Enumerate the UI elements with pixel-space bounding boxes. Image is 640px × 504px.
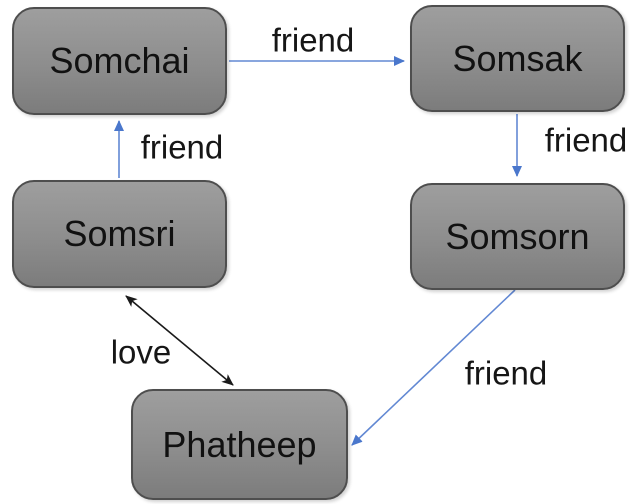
node-somsak-label: Somsak [452,37,583,79]
node-somsak: Somsak [410,5,625,112]
edge-label-somchai-somsak: friend [271,21,355,59]
node-somchai: Somchai [12,7,227,115]
edge-label-somsak-somsorn: friend [544,121,628,159]
node-phatheep-label: Phatheep [162,423,317,465]
edge-label-somsri-phatheep: love [110,333,172,371]
node-somsri: Somsri [12,180,227,288]
node-somchai-label: Somchai [49,40,190,81]
node-somsorn-label: Somsorn [445,215,590,257]
edge-somsri-phatheep [125,295,234,386]
node-somsorn: Somsorn [410,183,625,290]
node-phatheep: Phatheep [131,389,348,500]
edge-label-somsorn-phatheep: friend [464,354,548,392]
edge-somsorn-phatheep [351,289,516,446]
edge-label-somsri-somchai: friend [140,128,224,166]
node-somsri-label: Somsri [63,213,176,254]
